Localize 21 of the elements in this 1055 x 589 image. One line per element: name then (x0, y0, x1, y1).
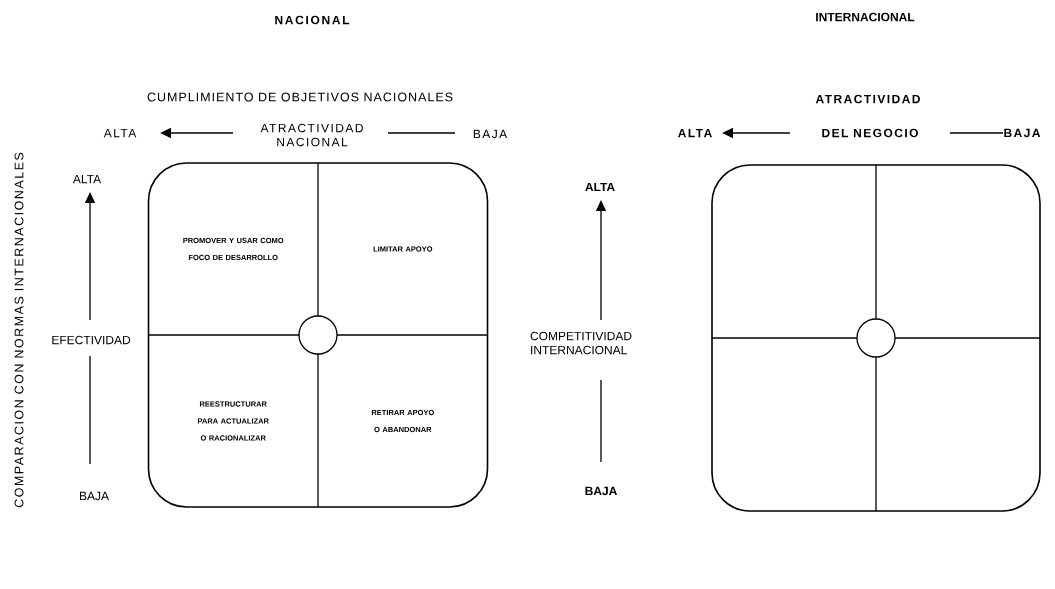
center-circle (856, 318, 896, 358)
matrix-box (147, 162, 489, 508)
axis-title: COMPETITIVIDAD INTERNACIONAL (530, 331, 632, 355)
axis-end-label: ALTA (678, 128, 712, 138)
axis-end-label: ALTA (72, 174, 102, 184)
axis-title: EFECTIVIDAD (52, 335, 131, 345)
matrix-box (711, 164, 1041, 512)
section-title: INTERNACIONAL (816, 12, 915, 22)
axis-end-label: ALTA (585, 182, 615, 192)
axis-end-label: BAJA (473, 129, 508, 139)
axis-end-label: ALTA (103, 128, 137, 138)
center-circle (298, 315, 338, 355)
axis-end-label: BAJA (80, 491, 109, 501)
section-title: NACIONAL (275, 15, 350, 25)
axis-title: CUMPLIMIENTO DE OBJETIVOS NACIONALES (147, 92, 453, 102)
axis-title: DEL NEGOCIO (822, 128, 918, 138)
axis-end-label: BAJA (585, 486, 617, 496)
axis-title: COMPARACION CON NORMAS INTERNACIONALES (14, 152, 24, 508)
axis-end-label: BAJA (1004, 128, 1041, 138)
axis-title: ATRACTIVIDAD NACIONAL (260, 123, 363, 147)
axis-title: ATRACTIVIDAD (815, 94, 920, 104)
